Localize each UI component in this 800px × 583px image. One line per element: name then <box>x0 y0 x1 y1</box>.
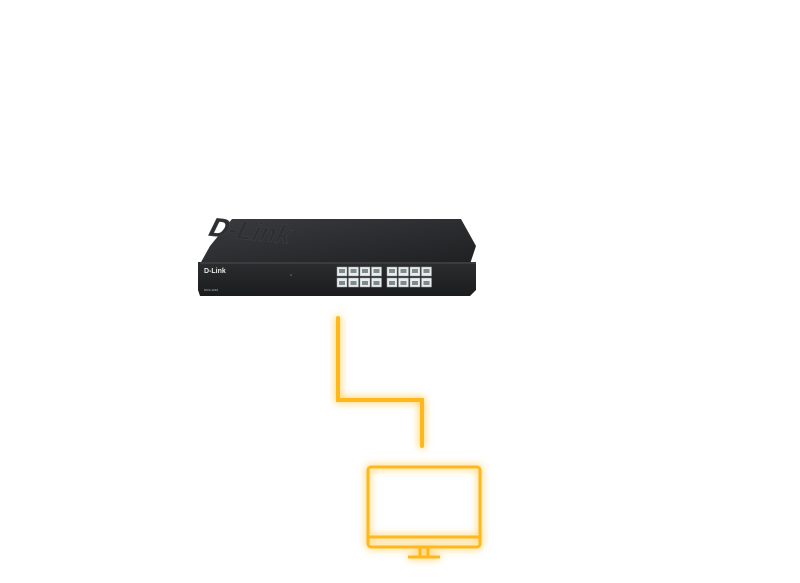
switch-port-panel <box>336 266 432 288</box>
ethernet-port-socket <box>389 281 395 285</box>
ethernet-port-socket <box>400 269 407 273</box>
downlink-cable <box>336 316 424 448</box>
ethernet-port-socket <box>412 281 418 285</box>
ethernet-port-socket <box>412 269 418 273</box>
power-led <box>290 274 292 276</box>
switch-front-brand: D-Link <box>204 268 226 275</box>
ethernet-port-socket <box>350 269 357 273</box>
network-switch: D-Link D-Link DGS-1016 <box>198 213 476 296</box>
switch-model-label: DGS-1016 <box>204 288 219 292</box>
ethernet-port-socket <box>350 281 357 285</box>
ethernet-port-socket <box>373 281 380 285</box>
ethernet-port-socket <box>423 281 430 285</box>
ethernet-port-socket <box>339 269 345 273</box>
ethernet-port-socket <box>373 269 380 273</box>
ethernet-port-socket <box>423 269 430 273</box>
switch-top-face <box>200 219 476 264</box>
ethernet-port-socket <box>362 281 368 285</box>
ethernet-port-socket <box>389 269 395 273</box>
ethernet-port-socket <box>362 269 368 273</box>
ethernet-port-socket <box>400 281 407 285</box>
monitor-screen <box>366 465 482 549</box>
monitor-icon <box>366 465 482 559</box>
ethernet-port-socket <box>339 281 345 285</box>
